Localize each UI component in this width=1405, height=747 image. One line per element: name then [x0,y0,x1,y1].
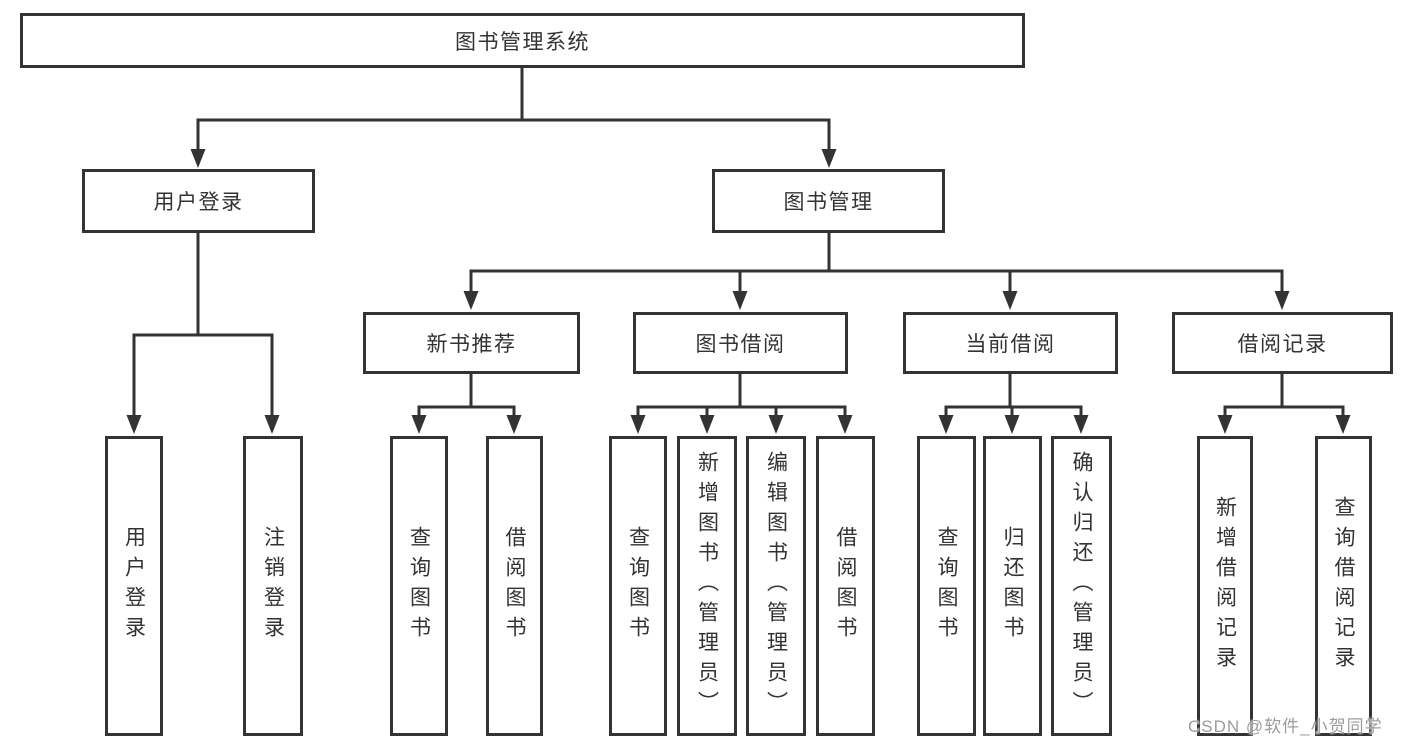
arrowhead-icon [1004,415,1020,434]
leaf-borrow-add-admin-label: 新增图书（管理员） [695,451,719,721]
arrowhead-icon [768,415,784,434]
leaf-borrow-edit-admin-label: 编辑图书（管理员） [764,451,788,721]
leaf-current-query: 查询图书 [917,436,976,736]
arrowhead-icon [1073,415,1089,434]
arrowhead-icon [837,415,853,434]
arrowhead-icon [630,415,646,434]
leaf-records-query: 查询借阅记录 [1315,436,1372,736]
leaf-logout-label: 注销登录 [261,526,285,646]
node-user-login: 用户登录 [82,169,315,233]
leaf-borrow-query-label: 查询图书 [626,526,650,646]
node-book-management: 图书管理 [712,169,945,233]
leaf-records-query-label: 查询借阅记录 [1332,496,1355,676]
connector-current-children [938,372,1089,434]
node-new-book-recommend-label: 新书推荐 [426,333,517,356]
connector-bookborrow-children [630,372,853,434]
node-book-borrow-label: 图书借阅 [695,333,786,356]
connector-bookmgmt-to-level3 [463,231,1290,310]
arrowhead-icon [699,415,715,434]
arrowhead-icon [1274,291,1290,310]
node-book-borrow: 图书借阅 [633,312,848,374]
node-root-label: 图书管理系统 [455,30,590,54]
leaf-records-add-label: 新增借阅记录 [1213,496,1237,676]
leaf-borrow-edit-admin: 编辑图书（管理员） [746,436,806,736]
node-current-borrow-label: 当前借阅 [965,333,1056,356]
node-book-management-label: 图书管理 [783,191,874,214]
leaf-current-return-label: 归还图书 [1001,526,1024,646]
arrowhead-icon [506,415,522,434]
leaf-borrow-borrow-label: 借阅图书 [834,526,857,646]
leaf-current-query-label: 查询图书 [935,526,958,646]
leaf-newbook-borrow: 借阅图书 [486,436,543,736]
node-user-login-label: 用户登录 [153,191,244,214]
leaf-current-confirm-admin-label: 确认归还（管理员） [1070,451,1093,721]
watermark-text: CSDN @软件_小贺同学 [1188,717,1383,736]
leaf-records-add: 新增借阅记录 [1197,436,1253,736]
leaf-current-return: 归还图书 [983,436,1042,736]
leaf-logout: 注销登录 [243,436,303,736]
leaf-borrow-query: 查询图书 [609,436,667,736]
arrowhead-icon [938,415,954,434]
connector-newbook-children [411,372,522,434]
connector-root-to-level2 [190,66,837,168]
leaf-user-login-label: 用户登录 [122,526,146,646]
arrowhead-icon [463,291,479,310]
connector-userlogin-children [126,231,280,434]
leaf-newbook-borrow-label: 借阅图书 [503,526,526,646]
arrowhead-icon [411,415,427,434]
connector-records-children [1217,372,1351,434]
arrowhead-icon [190,149,206,168]
leaf-borrow-borrow: 借阅图书 [816,436,875,736]
node-borrow-records-label: 借阅记录 [1237,333,1328,356]
leaf-borrow-add-admin: 新增图书（管理员） [677,436,737,736]
arrowhead-icon [264,415,280,434]
node-borrow-records: 借阅记录 [1172,312,1393,374]
leaf-newbook-query: 查询图书 [390,436,448,736]
arrowhead-icon [126,415,142,434]
arrowhead-icon [1217,415,1233,434]
node-current-borrow: 当前借阅 [903,312,1118,374]
arrowhead-icon [732,291,748,310]
leaf-current-confirm-admin: 确认归还（管理员） [1051,436,1112,736]
node-new-book-recommend: 新书推荐 [363,312,580,374]
leaf-user-login: 用户登录 [105,436,163,736]
arrowhead-icon [1002,291,1018,310]
leaf-newbook-query-label: 查询图书 [407,526,431,646]
arrowhead-icon [821,149,837,168]
arrowhead-icon [1335,415,1351,434]
node-root: 图书管理系统 [20,13,1025,68]
